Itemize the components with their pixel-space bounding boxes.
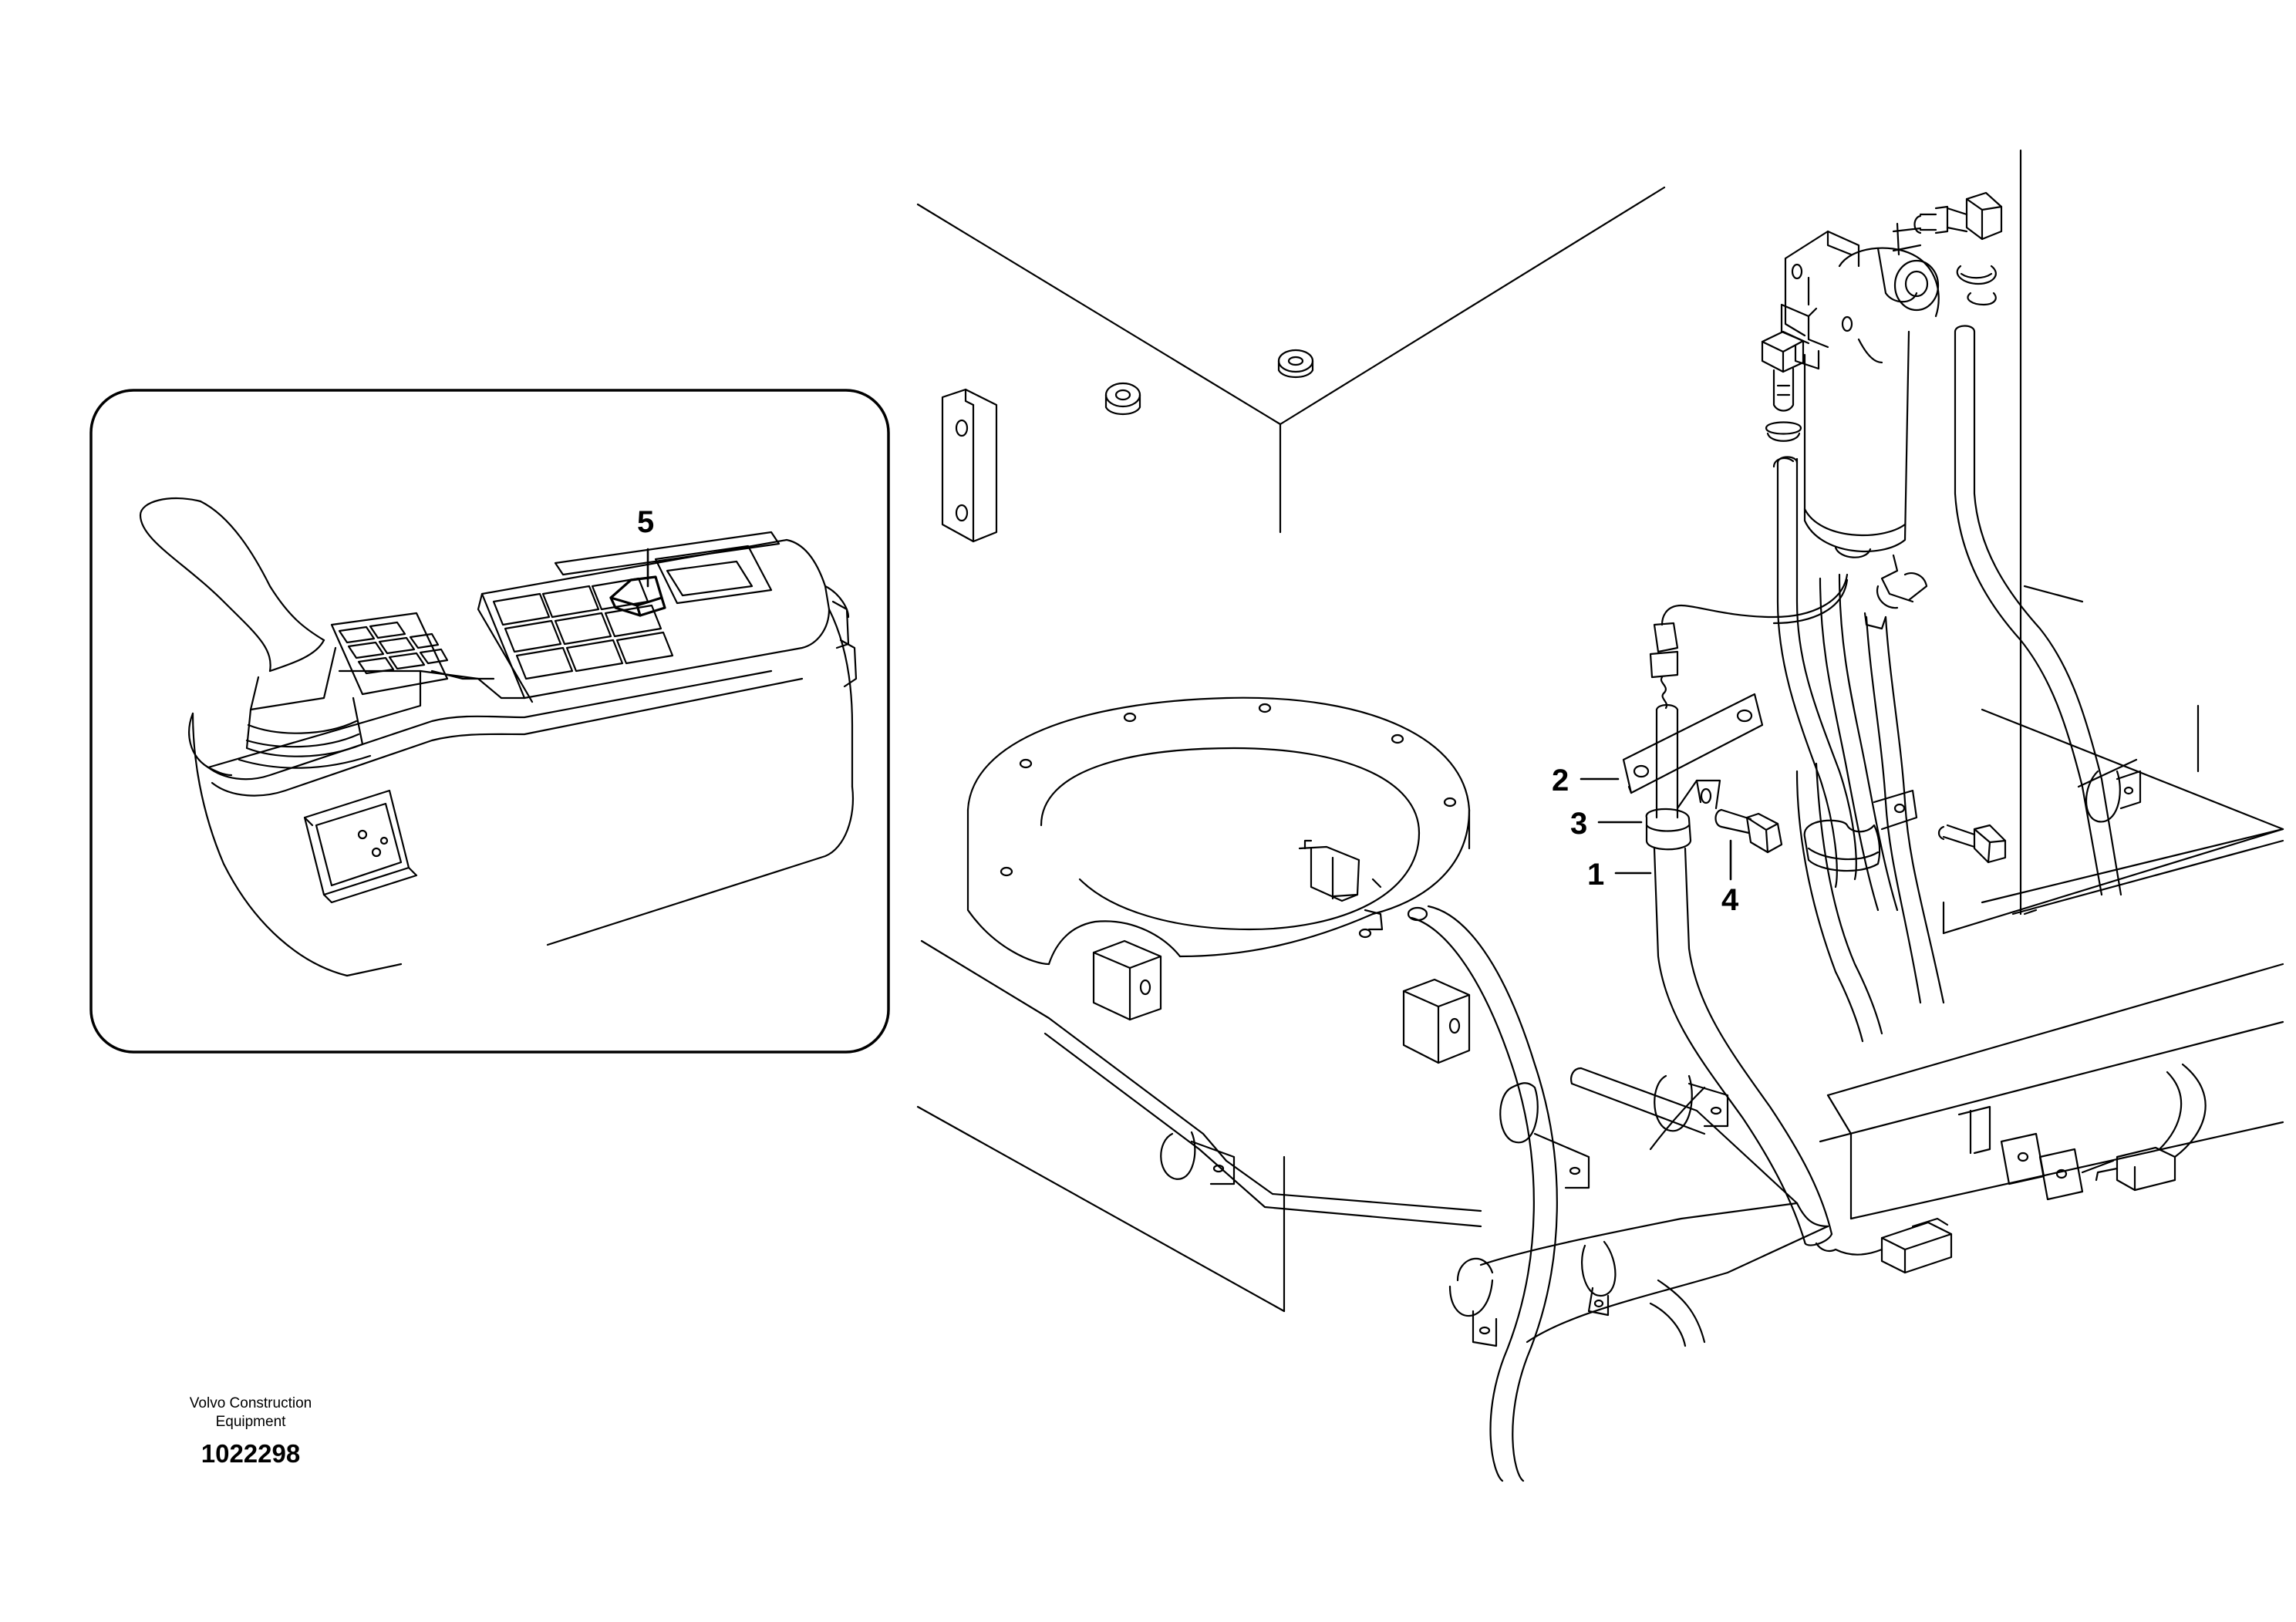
inset-joystick-panel (89, 389, 890, 1054)
callout-2: 2 (1552, 764, 1569, 798)
hose-clamp-center (1803, 789, 1918, 872)
item-1-harness (1653, 847, 1953, 1274)
mount-bracket-left (941, 388, 998, 543)
left-keypad (330, 612, 495, 696)
frame-bracket-2 (2038, 1148, 2084, 1201)
callout-5: 5 (637, 505, 654, 539)
item-5-switch (609, 548, 666, 617)
tank-body (916, 186, 1666, 1313)
clamp-b (1654, 1074, 1729, 1132)
clamp-c (1448, 1257, 1498, 1347)
item-4-bolt (1714, 808, 1783, 854)
joystick-handle (139, 497, 372, 769)
inset-frame (89, 389, 890, 1054)
frame-bracket-1 (1957, 1105, 2045, 1185)
side-clamp-right (2077, 758, 2142, 823)
right-frame-post (2019, 149, 2084, 916)
main-keypad (492, 531, 781, 680)
clamp-d (1581, 1240, 1617, 1317)
bolt-right (1937, 824, 2007, 864)
fuel-hoses (1772, 325, 2122, 1043)
console-body (188, 538, 858, 977)
frame-rails (1043, 704, 2284, 1347)
elbow-fitting (1892, 191, 2003, 306)
drawing-number: 1022298 (201, 1439, 301, 1468)
item-sensor-tube (1655, 703, 1679, 819)
frame-connector-right (2081, 1063, 2207, 1192)
bushing-2 (1277, 349, 1314, 379)
callout-4: 4 (1721, 883, 1739, 917)
side-switch-block (303, 789, 418, 904)
brand-label: Volvo Construction Equipment (147, 1394, 355, 1431)
callout-1: 1 (1587, 858, 1604, 892)
clamp-e (1160, 1131, 1236, 1185)
block-right (1402, 978, 1471, 1064)
flange-plate (966, 696, 1471, 966)
main-assembly (916, 149, 2284, 1482)
block-left (1092, 939, 1162, 1021)
item-3-clamp (1645, 779, 1721, 851)
sensor-wire (1649, 573, 1849, 710)
item-2-bracket-plate (1622, 693, 1764, 794)
brand-line-2: Equipment (215, 1414, 286, 1430)
flange-sensor-connector (1298, 839, 1384, 931)
filter-assembly (1761, 230, 1940, 630)
brand-line-1: Volvo Construction (189, 1395, 312, 1411)
clamp-a (1499, 1082, 1590, 1189)
callout-3: 3 (1570, 807, 1587, 841)
bushing-1 (1104, 382, 1141, 416)
harness-hose-center (1407, 905, 1558, 1482)
